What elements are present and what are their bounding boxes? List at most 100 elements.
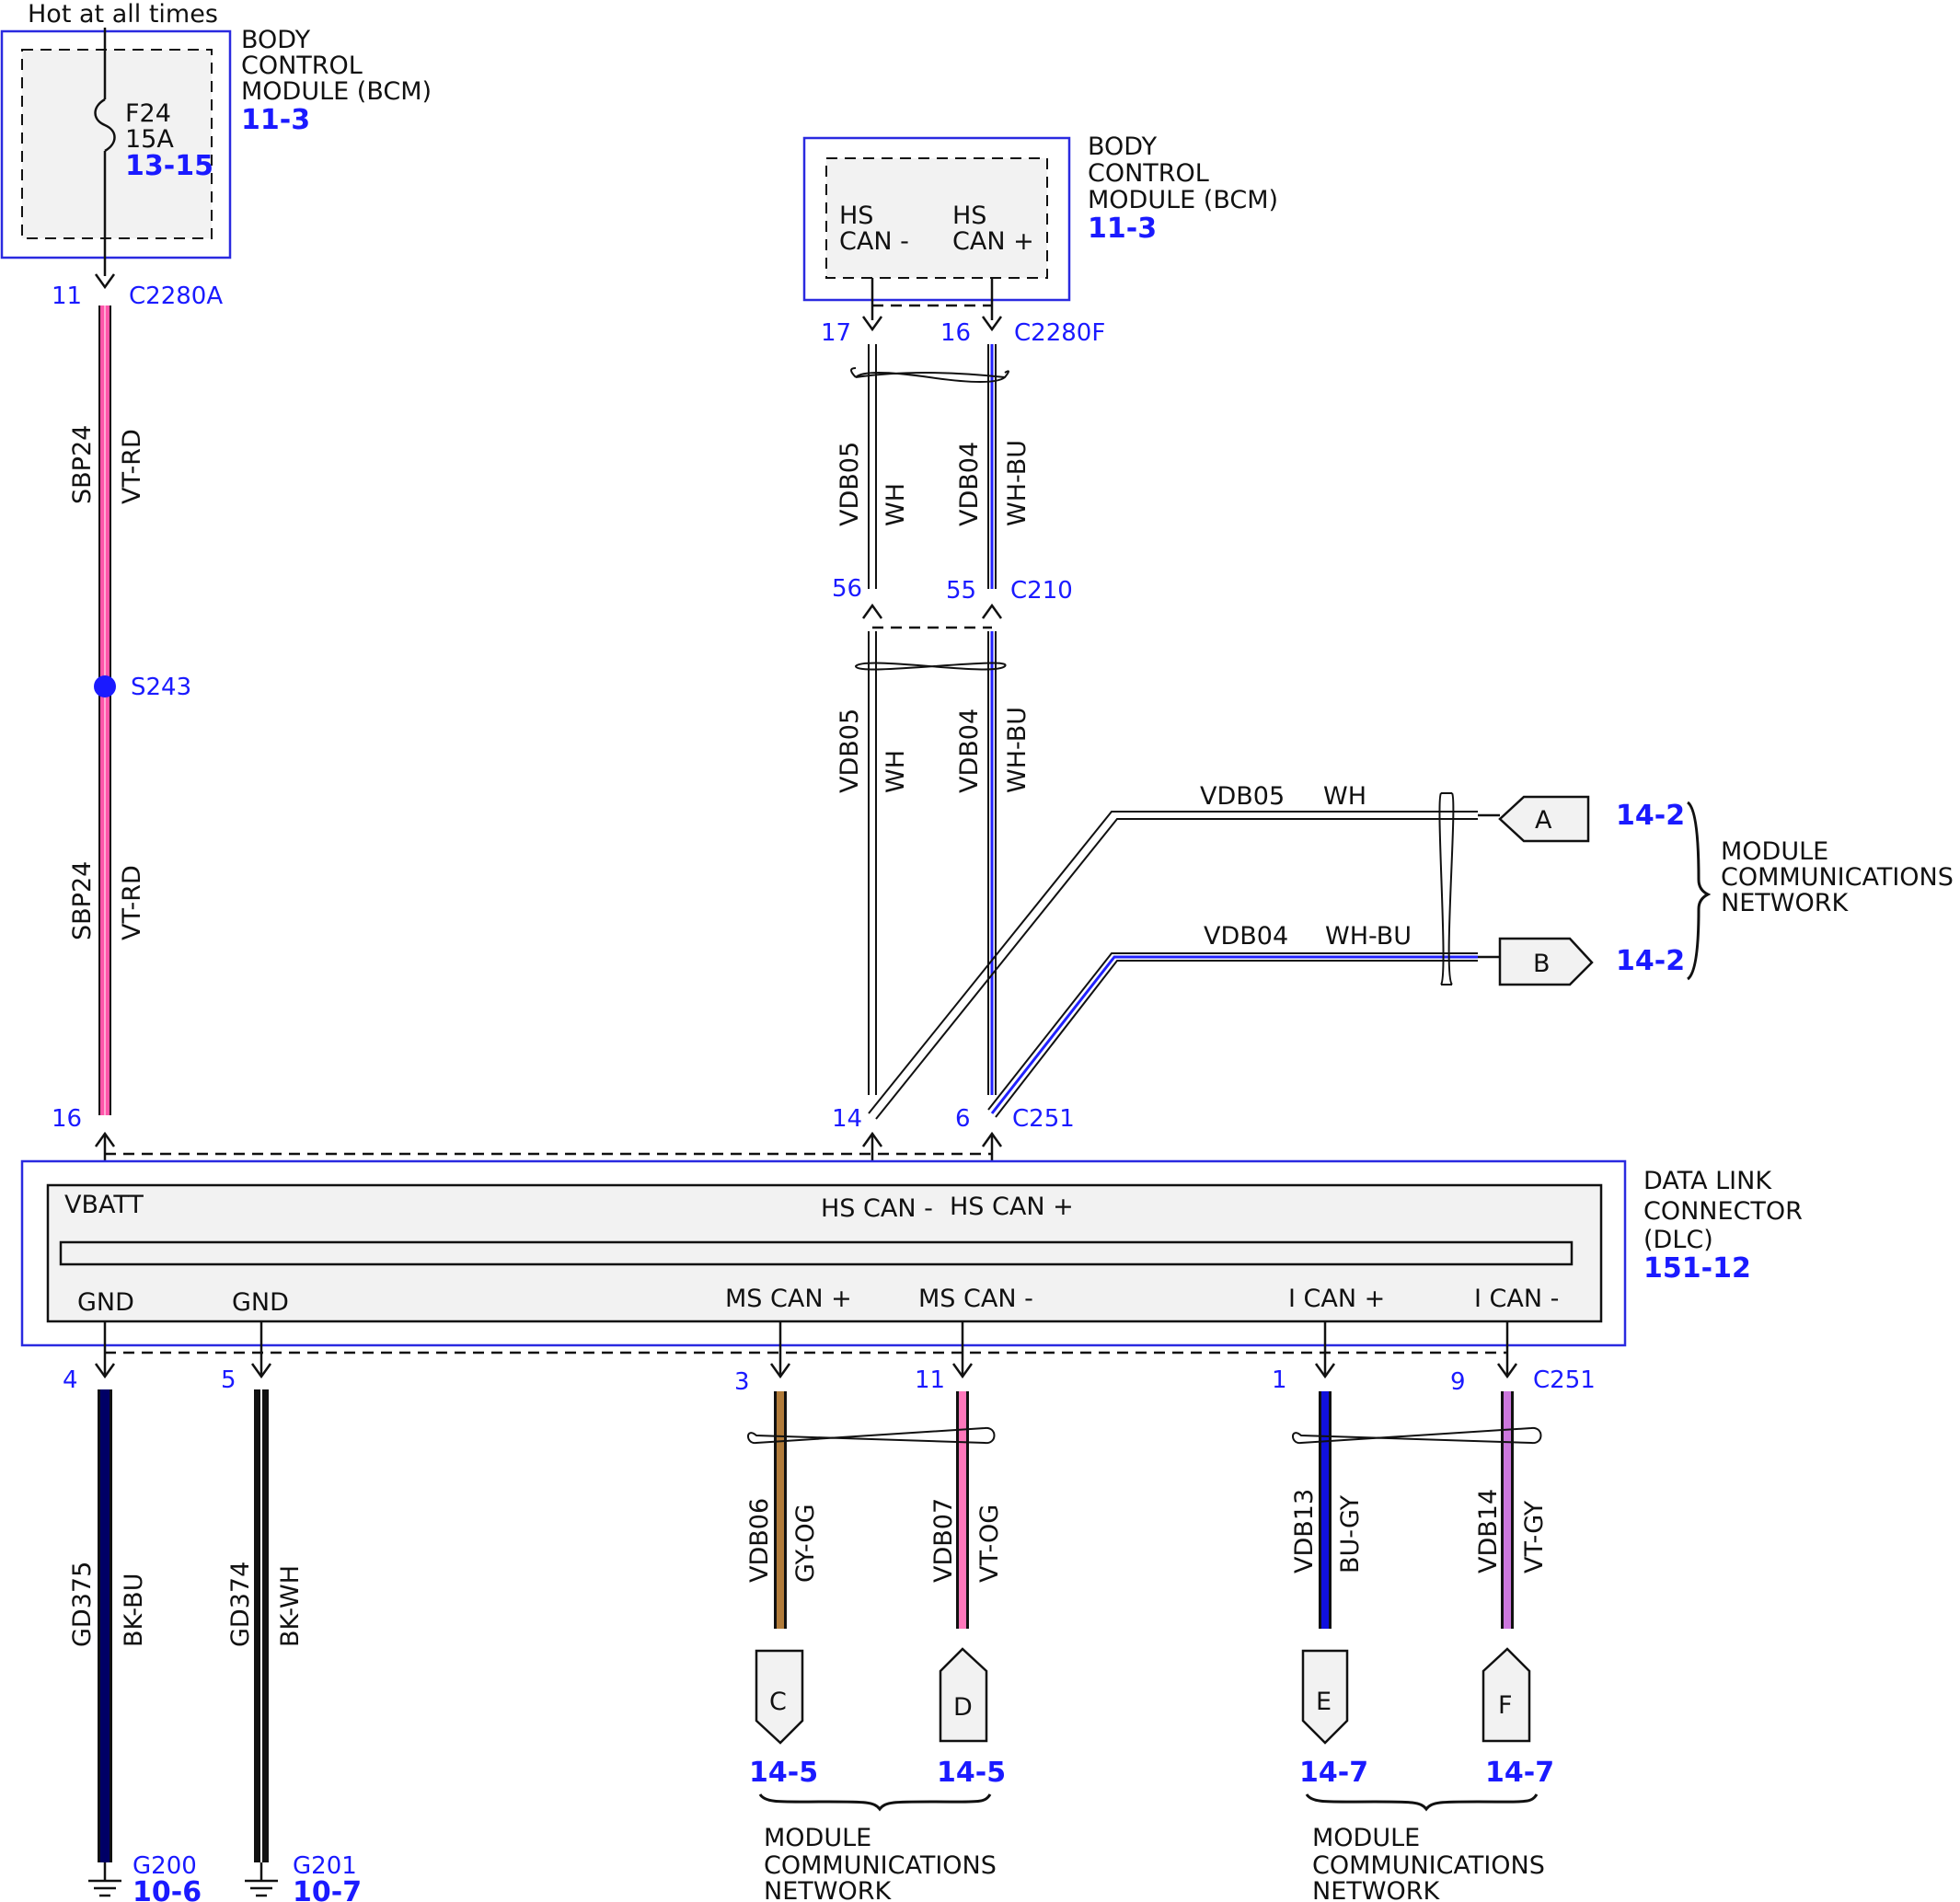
wire-label-circuit: VDB04 <box>1204 922 1288 951</box>
splice-icon <box>94 675 116 697</box>
offpage-a-ref-link[interactable]: 14-2 <box>1616 800 1685 832</box>
offpage-c-letter: C <box>769 1688 787 1716</box>
dlc-pin-ms-can-plus: MS CAN + <box>725 1285 852 1313</box>
pin-number: 16 <box>940 319 971 347</box>
connector-pin-icon <box>981 603 1003 619</box>
bcm-right-module: HS CAN - HS CAN + BODY CONTROL MODULE (B… <box>802 133 1278 347</box>
wire-gd375: GD375 BK-BU G200 10-6 <box>68 1389 202 1902</box>
wire-label-color: WH <box>1323 782 1366 811</box>
connector-label: C2280A <box>129 282 223 310</box>
wire-label-color: VT-RD <box>118 429 146 504</box>
pin-number: 9 <box>1450 1368 1466 1396</box>
network-bottom-right-line-1: MODULE <box>1312 1824 1420 1852</box>
wire-sbp24: SBP24 VT-RD S243 SBP24 VT-RD <box>68 305 191 1115</box>
offpage-f-ref-link[interactable]: 14-7 <box>1485 1757 1554 1789</box>
connector-pin-icon <box>951 1363 974 1379</box>
offpage-connector-c[interactable]: C 14-5 <box>749 1649 818 1789</box>
power-label: Hot at all times <box>28 0 218 29</box>
connector-label: C210 <box>1010 577 1073 605</box>
offpage-d-letter: D <box>953 1693 973 1722</box>
wire-label-color: WH <box>882 483 910 526</box>
pin-number: 5 <box>221 1366 236 1394</box>
pin-number: 55 <box>946 577 976 605</box>
pin-label-hs-can-minus-1: HS <box>839 202 873 230</box>
offpage-b-ref-link[interactable]: 14-2 <box>1616 945 1685 977</box>
ground-name: G200 <box>133 1852 197 1880</box>
ground-name: G201 <box>293 1852 357 1880</box>
splice-label: S243 <box>131 674 191 701</box>
bcm-right-inner <box>825 157 1048 279</box>
bcm-left-ref-link[interactable]: 11-3 <box>241 104 310 136</box>
wire-label-circuit: GD375 <box>68 1562 97 1647</box>
connector-label: C251 <box>1012 1105 1075 1133</box>
pin-number: 3 <box>734 1368 750 1396</box>
pin-label-hs-can-minus-2: CAN - <box>839 227 909 256</box>
dlc-pin-hs-can-minus: HS CAN - <box>821 1194 933 1223</box>
wire-label-color: BU-GY <box>1336 1494 1365 1573</box>
dlc-pin-gnd-1: GND <box>77 1288 134 1317</box>
dlc-title-1: DATA LINK <box>1643 1167 1772 1195</box>
wire-gd374: GD374 BK-WH G201 10-7 <box>226 1389 362 1902</box>
twisted-pair-icon <box>1292 1426 1542 1445</box>
dlc-title-2: CONNECTOR <box>1643 1197 1803 1226</box>
connector-label: C2280F <box>1014 319 1105 347</box>
offpage-b-shape <box>1498 937 1594 986</box>
connector-pin-icon <box>861 316 883 332</box>
fuse-rating: 15A <box>125 125 174 154</box>
bcm-left-title-1: BODY <box>241 26 311 54</box>
wire-label-circuit: VDB06 <box>745 1498 774 1583</box>
wire-label-circuit: SBP24 <box>68 425 97 504</box>
offpage-e-ref-link[interactable]: 14-7 <box>1299 1757 1368 1789</box>
wire-label-color: WH-BU <box>1325 922 1412 951</box>
bcm-right-title-2: CONTROL <box>1088 159 1209 188</box>
wire-label-color: GY-OG <box>791 1504 820 1583</box>
dlc-title-3: (DLC) <box>1643 1226 1713 1254</box>
connector-pin-icon <box>94 273 116 290</box>
offpage-d-shape <box>939 1647 988 1743</box>
twisted-pair-icon <box>747 1426 996 1445</box>
wire-label-color: BK-BU <box>120 1573 148 1647</box>
wire-label-color: VT-OG <box>975 1504 1004 1583</box>
wire-label-circuit: VDB04 <box>955 709 984 793</box>
offpage-connector-e[interactable]: E 14-7 <box>1299 1649 1368 1789</box>
wire-label-circuit: VDB05 <box>836 709 864 793</box>
offpage-f-shape <box>1482 1647 1531 1743</box>
twisted-pair-icon <box>1438 792 1455 986</box>
offpage-connector-f[interactable]: F 14-7 <box>1482 1647 1554 1789</box>
pin-number: 4 <box>63 1366 78 1394</box>
dlc-ref-link[interactable]: 151-12 <box>1643 1252 1751 1285</box>
wire-label-color: WH-BU <box>1003 440 1032 526</box>
brace-icon <box>1686 801 1712 981</box>
wires-hs-can-lower: VDB05 WH VDB04 WH-BU <box>836 631 1032 1095</box>
pin-label-hs-can-plus-2: CAN + <box>952 227 1034 256</box>
offpage-d-ref-link[interactable]: 14-5 <box>937 1757 1006 1789</box>
pin-number: 11 <box>915 1366 945 1394</box>
offpage-connector-a[interactable]: A 14-2 <box>1498 795 1685 843</box>
dlc-pin-i-can-plus: I CAN + <box>1288 1285 1385 1313</box>
wire-label-circuit: VDB13 <box>1290 1489 1319 1573</box>
fuse-icon <box>94 98 116 153</box>
offpage-connector-d[interactable]: D 14-5 <box>937 1647 1006 1789</box>
connector-label: C251 <box>1533 1366 1596 1394</box>
ground-icon <box>245 1862 278 1897</box>
twisted-pair-icon <box>854 662 1007 671</box>
network-right-brace: MODULE COMMUNICATIONS NETWORK <box>1686 801 1954 981</box>
offpage-a-letter: A <box>1535 806 1552 835</box>
wire-label-color: VT-RD <box>118 865 146 940</box>
dlc-pin-vbatt: VBATT <box>64 1191 144 1219</box>
dlc-pin-ms-can-minus: MS CAN - <box>918 1285 1033 1313</box>
fuse-ref-link[interactable]: 13-15 <box>125 150 213 182</box>
wire-label-color: WH <box>882 750 910 793</box>
connector-c251-top: 16 14 6 C251 <box>52 1105 1075 1185</box>
ground-ref-link[interactable]: 10-6 <box>133 1876 202 1902</box>
ground-icon <box>88 1862 121 1897</box>
ground-ref-link[interactable]: 10-7 <box>293 1876 362 1902</box>
network-right-line-2: COMMUNICATIONS <box>1721 863 1954 892</box>
fuse-name: F24 <box>125 99 171 128</box>
offpage-connector-b[interactable]: B 14-2 <box>1498 937 1685 986</box>
dlc-pin-hs-can-plus: HS CAN + <box>950 1193 1074 1221</box>
offpage-c-ref-link[interactable]: 14-5 <box>749 1757 818 1789</box>
bcm-right-ref-link[interactable]: 11-3 <box>1088 213 1157 245</box>
wire-label-color: BK-WH <box>276 1565 305 1647</box>
